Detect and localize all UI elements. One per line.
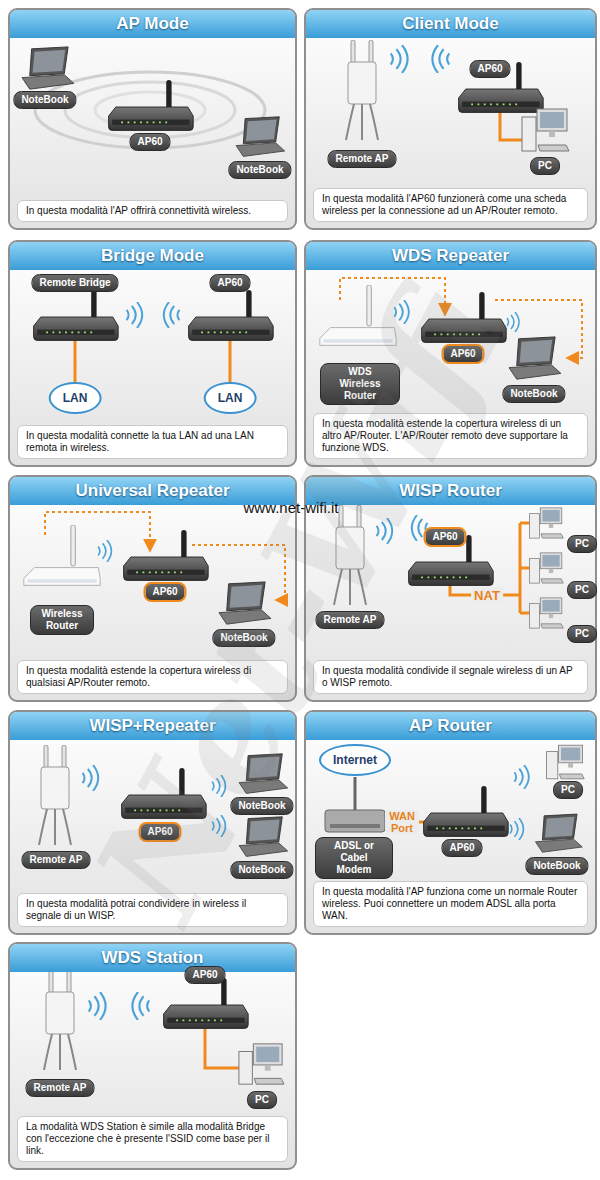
annotation: WAN Port <box>385 810 419 834</box>
device-label: NoteBook <box>502 385 565 403</box>
label-text: LAN <box>63 391 88 405</box>
device-label: PC <box>553 781 583 799</box>
label-text: PC <box>538 160 552 171</box>
label-text: AP60 <box>449 842 474 853</box>
label-text: NoteBook <box>236 164 283 175</box>
label-text: AP60 <box>152 586 177 597</box>
device-label: Remote Bridge <box>31 274 118 292</box>
description: In questa modalità l'AP60 funzionerà com… <box>313 188 588 222</box>
label-text: ADSL or Cabel Modem <box>334 840 374 875</box>
label-text: Remote AP <box>324 614 377 625</box>
device-label: NoteBook <box>525 857 588 875</box>
description: In questa modalità l'AP funziona come un… <box>313 881 588 927</box>
label-text: PC <box>575 538 589 549</box>
description: In questa modalità estende la copertura … <box>313 413 588 459</box>
panel-title: AP Router <box>306 712 595 740</box>
device-label: ADSL or Cabel Modem <box>315 837 393 879</box>
device-label: Remote AP <box>26 1079 95 1097</box>
label-text: Internet <box>333 753 377 767</box>
label-text: AP60 <box>192 969 217 980</box>
label-text: Wireless Router <box>41 608 82 631</box>
panel-title: Client Mode <box>306 10 595 38</box>
label-text: AP60 <box>217 277 242 288</box>
description: In questa modalità estende la copertura … <box>17 660 288 694</box>
device-label: PC <box>530 157 560 175</box>
device-label: PC <box>247 1091 277 1109</box>
label-text: NoteBook <box>533 860 580 871</box>
device-label: AP60 <box>423 527 466 547</box>
device-label: Remote AP <box>22 851 91 869</box>
label-text: Remote Bridge <box>39 277 110 288</box>
panel-title: WISP Router <box>306 477 595 505</box>
description: In questa modalità condivide il segnale … <box>313 660 588 694</box>
device-label: AP60 <box>209 274 250 292</box>
device-label: NoteBook <box>13 91 76 109</box>
label-text: AP60 <box>137 136 162 147</box>
label-text: Remote AP <box>336 153 389 164</box>
device-label: WDS Wireless Router <box>320 363 400 405</box>
label-text: NoteBook <box>238 800 285 811</box>
device-label: Remote AP <box>328 150 397 168</box>
device-label: AP60 <box>441 839 482 857</box>
device-label: PC <box>567 625 597 643</box>
annotation: NAT <box>471 588 503 603</box>
panel-title: WISP+Repeater <box>10 712 295 740</box>
label-text: NoteBook <box>21 94 68 105</box>
device-label: NoteBook <box>228 161 291 179</box>
device-label: AP60 <box>184 966 225 984</box>
label-text: AP60 <box>432 531 457 542</box>
device-label: Remote AP <box>316 611 385 629</box>
device-label: PC <box>567 581 597 599</box>
label-text: Remote AP <box>30 854 83 865</box>
panel-title: WDS Repeater <box>306 242 595 270</box>
label-text: PC <box>575 628 589 639</box>
panel-title: AP Mode <box>10 10 295 38</box>
label-text: LAN <box>218 391 243 405</box>
device-label: PC <box>567 535 597 553</box>
label-text: NoteBook <box>510 388 557 399</box>
label-text: Remote AP <box>34 1082 87 1093</box>
description: In questa modalità l'AP offrirà connetti… <box>17 200 288 222</box>
network-cloud: LAN <box>49 382 102 414</box>
description: In questa modalità connette la tua LAN a… <box>17 425 288 459</box>
device-label: AP60 <box>469 60 510 78</box>
device-label: AP60 <box>441 344 484 364</box>
panel-title: WDS Station <box>10 944 295 972</box>
label-text: PC <box>561 784 575 795</box>
label-text: AP60 <box>450 348 475 359</box>
device-label: AP60 <box>143 582 186 602</box>
device-label: Wireless Router <box>30 605 94 635</box>
mode-panel: Bridge Mode In questa modalità connette l… <box>8 240 297 467</box>
device-label: AP60 <box>138 822 181 842</box>
device-label: NoteBook <box>212 629 275 647</box>
description: La modalità WDS Station è simile alla mo… <box>17 1116 288 1162</box>
panel-title: Bridge Mode <box>10 242 295 270</box>
network-cloud: LAN <box>204 382 257 414</box>
network-cloud: Internet <box>319 744 391 776</box>
device-label: AP60 <box>129 133 170 151</box>
device-label: NoteBook <box>230 861 293 879</box>
description: In questa modalità potrai condividere in… <box>17 893 288 927</box>
annotation: www.net-wifi.it <box>243 499 338 516</box>
label-text: NoteBook <box>220 632 267 643</box>
label-text: AP60 <box>147 826 172 837</box>
label-text: NoteBook <box>238 864 285 875</box>
label-text: AP60 <box>477 63 502 74</box>
label-text: WDS Wireless Router <box>339 366 380 401</box>
label-text: PC <box>255 1094 269 1105</box>
device-label: NoteBook <box>230 797 293 815</box>
label-text: PC <box>575 584 589 595</box>
